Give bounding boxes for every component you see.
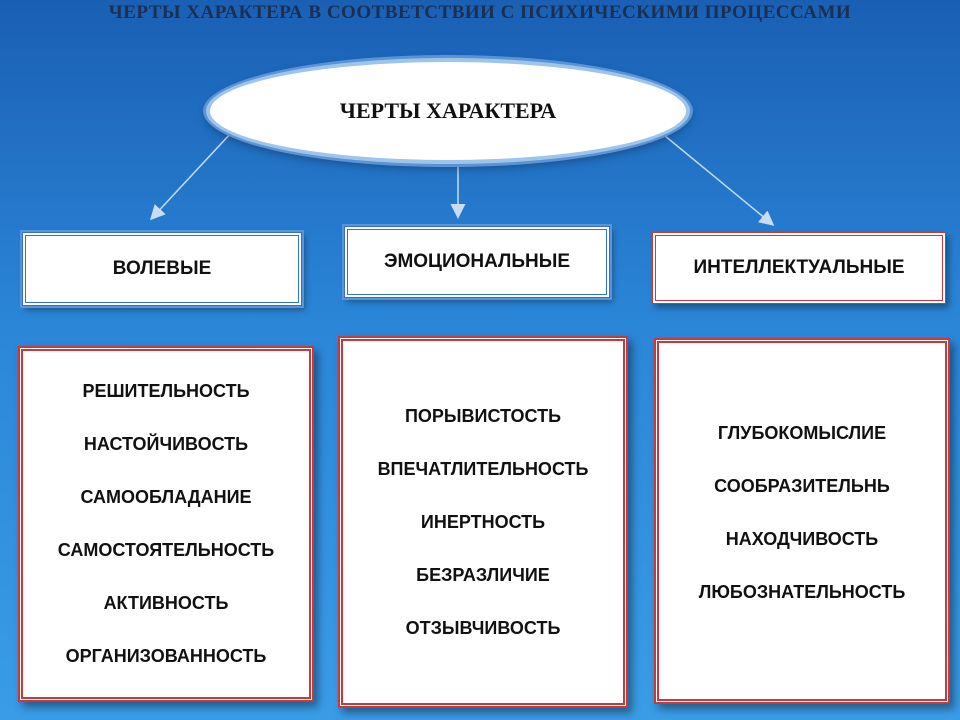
list-emotsionalnye: ПОРЫВИСТОСТЬ ВПЕЧАТЛИТЕЛЬНОСТЬ ИНЕРТНОСТ… — [338, 336, 628, 708]
list-item: БЕЗРАЗЛИЧИЕ — [416, 564, 550, 585]
list-item: ВПЕЧАТЛИТЕЛЬНОСТЬ — [377, 458, 589, 479]
list-item: НАХОДЧИВОСТЬ — [725, 529, 879, 549]
heading-intellektualnye: ИНТЕЛЛЕКТУАЛЬНЫЕ — [652, 232, 946, 304]
list-item: ОРГАНИЗОВАННОСТЬ — [65, 646, 267, 666]
list-item: РЕШИТЕЛЬНОСТЬ — [82, 381, 250, 401]
heading-emotsionalnye: ЭМОЦИОНАЛЬНЫЕ — [342, 224, 612, 300]
heading-emotsionalnye-label: ЭМОЦИОНАЛЬНЫЕ — [383, 251, 571, 272]
list-item: ИНЕРТНОСТЬ — [420, 511, 546, 532]
list-item: ГЛУБОКОМЫСЛИЕ — [717, 423, 887, 443]
list-item: АКТИВНОСТЬ — [103, 593, 229, 613]
list-item: СООБРАЗИТЕЛЬНЬ — [714, 476, 890, 496]
heading-volevye-label: ВОЛЕВЫЕ — [112, 258, 212, 279]
list-item: ЛЮБОЗНАТЕЛЬНОСТЬ — [698, 582, 906, 602]
list-item: ОТЗЫВЧИВОСТЬ — [405, 617, 561, 638]
heading-volevye: ВОЛЕВЫЕ — [20, 230, 304, 308]
list-item: САМОСТОЯТЕЛЬНОСТЬ — [57, 540, 275, 560]
root-label: ЧЕРТЫ ХАРАКТЕРА — [339, 98, 557, 123]
list-item: ПОРЫВИСТОСТЬ — [404, 405, 562, 426]
heading-intellektualnye-label: ИНТЕЛЛЕКТУАЛЬНЫЕ — [693, 257, 905, 278]
list-item: НАСТОЙЧИВОСТЬ — [83, 434, 249, 454]
list-intellektualnye: ГЛУБОКОМЫСЛИЕ СООБРАЗИТЕЛЬНЬ НАХОДЧИВОСТ… — [654, 338, 950, 704]
list-item: САМООБЛАДАНИЕ — [80, 487, 252, 507]
root-ellipse: ЧЕРТЫ ХАРАКТЕРА — [206, 58, 690, 164]
diagram-title: ЧЕРТЫ ХАРАКТЕРА В СООТВЕТСТВИИ С ПСИХИЧЕ… — [108, 2, 852, 23]
list-volevye: РЕШИТЕЛЬНОСТЬ НАСТОЙЧИВОСТЬ САМООБЛАДАНИ… — [18, 346, 314, 702]
